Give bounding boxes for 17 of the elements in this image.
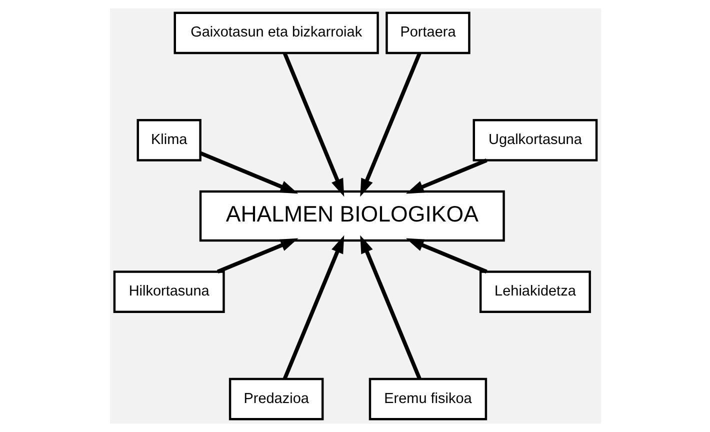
arrow (360, 52, 421, 197)
node-box: Predazioa (228, 378, 324, 420)
arrow (216, 238, 298, 274)
node-box: Klima (136, 119, 201, 162)
node-box: Portaera (385, 12, 470, 54)
arrow (282, 52, 344, 197)
arrow (405, 238, 487, 274)
node-box: Eremu fisikoa (368, 378, 487, 420)
node-box: Lehiakidetza (478, 270, 590, 313)
arrow (360, 235, 421, 380)
node-box: Gaixotasun eta bizkarroiak (173, 12, 378, 54)
node-box: AHALMEN BIOLOGIKOA (198, 190, 504, 242)
arrow (282, 235, 344, 380)
arrow (405, 158, 487, 194)
node-box: Hilkortasuna (112, 270, 224, 313)
node-box: Ugalkortasuna (472, 119, 598, 162)
arrow (199, 151, 298, 194)
